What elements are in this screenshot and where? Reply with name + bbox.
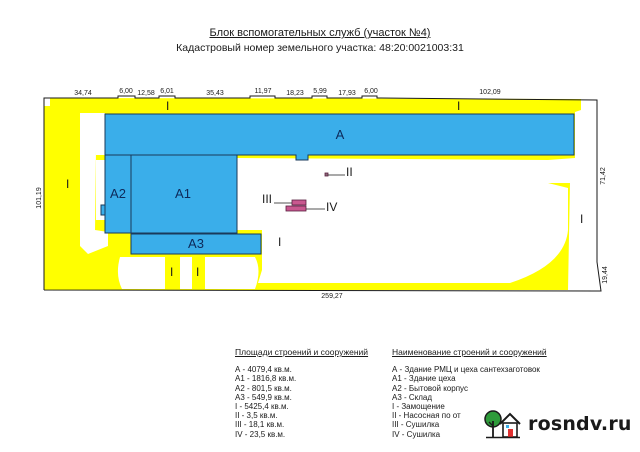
building-a1[interactable] [130,154,238,234]
dim-top-9: 17,93 [338,90,356,97]
dim-top-5: 35,43 [206,90,224,97]
dim-bottom: 259,27 [321,293,343,300]
unpaved-areas [44,98,568,289]
dim-top-10: 6,00 [364,88,378,95]
house-tree-icon [484,410,521,439]
building-a-label: А [336,127,345,142]
dim-top-7: 18,23 [286,90,304,97]
marker-i-top-right: I [457,99,460,113]
legend-area-row: I - 5425,4 кв.м. [235,402,289,412]
marker-i-bottom-2: I [196,265,199,279]
marker-i-right: I [580,212,583,226]
cadastral-number: Кадастровый номер земельного участка: 48… [176,42,464,54]
dim-left: 101,19 [36,187,43,209]
structure-iv[interactable] [285,205,307,212]
marker-i-bottom-1: I [170,265,173,279]
marker-iv: IV [326,200,337,214]
watermark-text[interactable]: rosndv.ru [528,413,632,435]
legend-name-row: А - Здание РМЦ и цеха сантехзаготовок [392,365,540,375]
legend-names-heading: Наименование строений и сооружений [392,347,547,357]
legend-names: Наименование строений и сооружений А - З… [392,347,547,439]
legend-name-row: I - Замощение [392,402,445,412]
dim-top-3: 12,58 [137,90,155,97]
building-a1-label: А1 [175,186,191,201]
legend-area-row: А - 4079,4 кв.м. [235,365,292,375]
structure-iii[interactable] [291,199,307,206]
legend-area-row: А1 - 1816,8 кв.м. [235,374,297,384]
legend-area-row: IV - 23,5 кв.м. [235,429,286,439]
lot-boundary [43,95,602,292]
small-structures [285,172,329,212]
legend-area-row: А2 - 801,5 кв.м. [235,383,292,393]
dim-right-upper: 71,42 [600,167,607,185]
structure-ii[interactable] [324,172,329,177]
building-a2-label: А2 [110,186,126,201]
legend-area-row: II - 3,5 кв.м. [235,411,278,421]
legend-areas-heading: Площади строений и сооружений [235,347,369,357]
legend-areas: Площади строений и сооружений А - 4079,4… [235,347,369,439]
legend-name-row: А1 - Здание цеха [392,374,456,384]
marker-iii: III [262,192,272,206]
watermark-logo[interactable]: rosndv.ru [484,406,636,442]
legend-name-row: А2 - Бытовой корпус [392,383,468,393]
legend-name-row: IV - Сушилка [392,429,441,439]
dim-top-8: 5,99 [313,88,327,95]
legend-name-row: III - Сушилка [392,420,440,430]
dim-right-lower: 19,44 [602,266,609,284]
marker-i-mid: I [278,235,281,249]
legend-area-row: А3 - 549,9 кв.м. [235,392,292,402]
legend-name-row: А3 - Склад [392,392,433,402]
marker-i-top-left: I [166,99,169,113]
dim-top-11: 102,09 [479,89,501,96]
plan-title: Блок вспомогательных служб (участок №4) [209,27,431,39]
dim-top-2: 6,00 [119,88,133,95]
legend-name-row: II - Насосная по от [392,411,461,421]
dim-top-1: 34,74 [74,90,92,97]
building-a3-label: А3 [188,236,204,251]
dim-top-6: 11,97 [255,88,272,95]
legend-area-row: III - 18,1 кв.м. [235,420,285,430]
marker-i-left: I [66,177,69,191]
leader-lines [274,174,345,210]
dim-top-4: 6,01 [160,88,174,95]
building-a3[interactable] [130,233,262,255]
buildings [100,113,575,255]
marker-ii: II [346,165,353,179]
